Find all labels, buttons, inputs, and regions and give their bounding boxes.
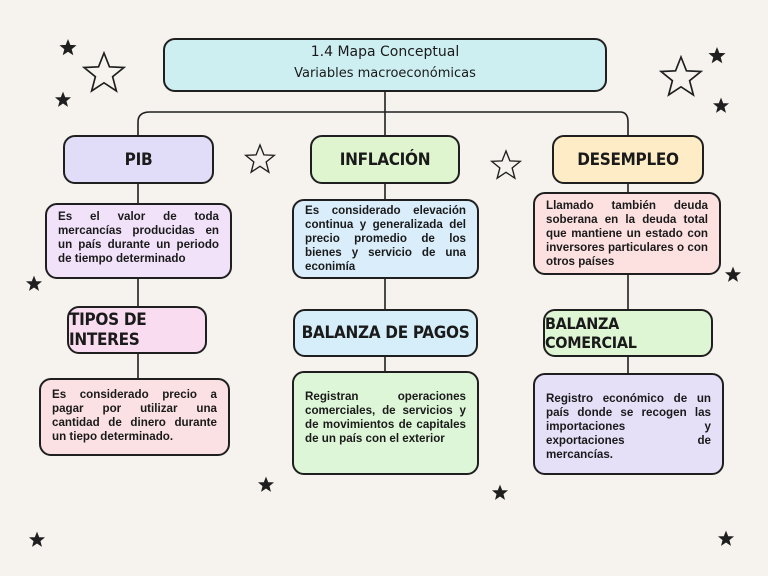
star-icon <box>718 531 734 546</box>
star-icon <box>491 150 521 179</box>
balanza-pagos-description: Registran operaciones comerciales, de se… <box>292 371 479 475</box>
star-icon <box>55 92 71 107</box>
star-icon <box>29 532 45 547</box>
star-icon <box>26 276 42 291</box>
pib-heading: PIB <box>63 135 214 184</box>
star-icon <box>245 144 275 173</box>
star-icon <box>709 47 725 63</box>
map-title: 1.4 Mapa Conceptual <box>310 44 460 60</box>
balanza-comercial-description: Registro económico de un país donde se r… <box>533 373 724 475</box>
star-icon <box>492 485 508 500</box>
balanza-pagos-heading: BALANZA DE PAGOS <box>293 309 478 357</box>
desempleo-description: Llamado también deuda soberana en la deu… <box>533 192 721 275</box>
tipos-interes-description: Es considerado precio a pagar por utiliz… <box>39 378 230 456</box>
star-icon <box>60 39 76 55</box>
desempleo-heading: DESEMPLEO <box>552 135 704 184</box>
star-icon <box>725 267 741 282</box>
title-box: 1.4 Mapa Conceptual Variables macroeconó… <box>163 38 607 92</box>
balanza-comercial-heading: BALANZA COMERCIAL <box>543 309 713 357</box>
tipos-interes-heading: TIPOS DE INTERES <box>67 306 207 354</box>
inflacion-heading: INFLACIÓN <box>310 135 460 184</box>
star-icon <box>713 98 729 113</box>
inflacion-description: Es considerado elevación continua y gene… <box>292 199 479 279</box>
star-icon <box>659 55 703 97</box>
map-subtitle: Variables macroeconómicas <box>294 66 476 81</box>
star-icon <box>83 51 125 93</box>
star-icon <box>258 477 274 492</box>
pib-description: Es el valor de toda mercancías producida… <box>45 203 232 279</box>
